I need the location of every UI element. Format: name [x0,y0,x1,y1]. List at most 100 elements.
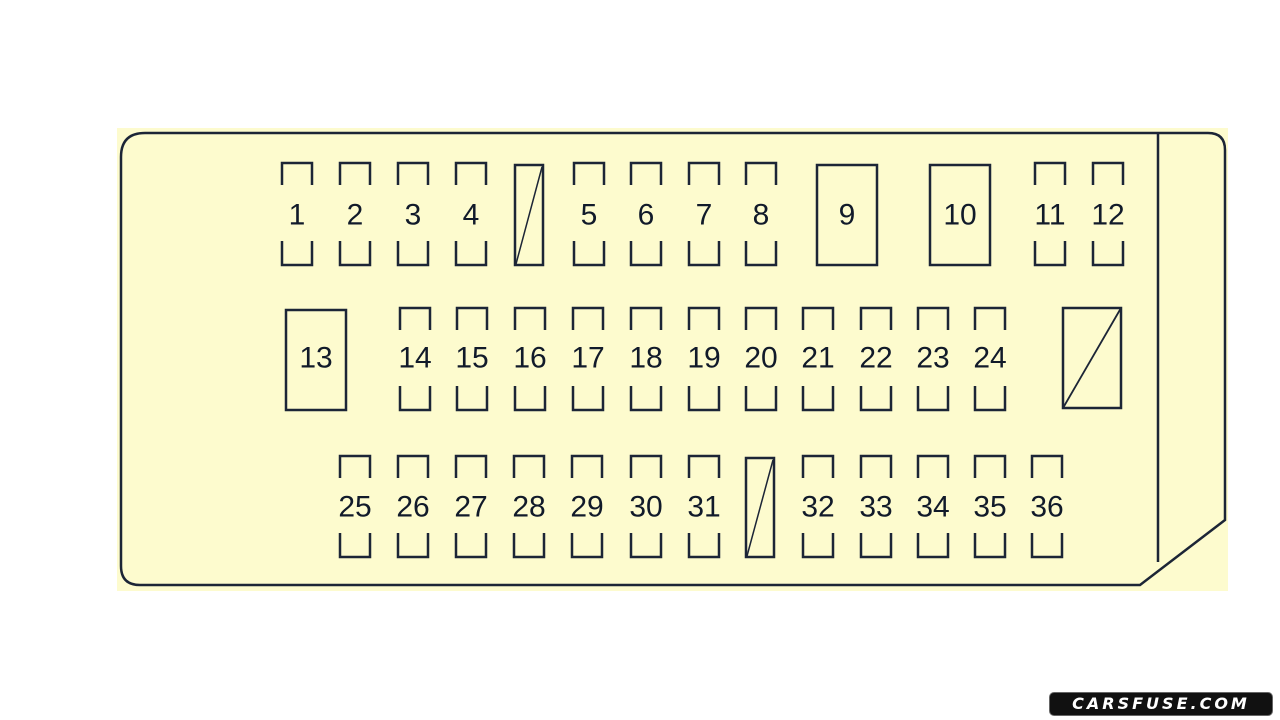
fuse-terminal-bottom [801,386,835,412]
fuse-label: 3 [405,199,422,232]
fuse-terminal-bottom [570,533,604,559]
fuse-19: 19 [687,306,721,412]
fuse-28: 28 [512,454,546,559]
diagonal-mark [515,166,543,265]
fuse-terminal-bottom [916,386,950,412]
fuse-label: 29 [570,491,603,524]
fuse-31: 31 [687,454,721,559]
fuse-terminal-bottom [454,533,488,559]
watermark-logo: CARSFUSE.COM [1049,692,1273,716]
fuse-2: 2 [338,161,372,267]
fuse-terminal-top [801,454,835,478]
fuse-terminal-top [1091,161,1125,185]
fuse-terminal-top [973,306,1007,330]
fuse-terminal-top [859,454,893,478]
fuse-label: 27 [454,491,487,524]
diagonal-mark [746,459,774,557]
fuse-terminal-bottom [973,533,1007,559]
spare-slot-outline [744,456,776,559]
fuse-terminal-top [398,306,432,330]
fuse-29: 29 [570,454,604,559]
fuse-terminal-bottom [629,386,663,412]
fuse-label: 6 [638,199,655,232]
fuse-label: 36 [1030,491,1063,524]
fuse-label: 34 [916,491,949,524]
fuse-terminal-top [570,454,604,478]
fuse-terminal-bottom [572,241,606,267]
fuse-label: 8 [753,199,770,232]
fuse-terminal-top [513,306,547,330]
fuse-terminal-top [338,454,372,478]
fuse-label: 19 [687,342,720,375]
fuse-label: 17 [571,342,604,375]
fuse-terminal-bottom [280,241,314,267]
fuse-label: 25 [338,491,371,524]
fuse-label: 14 [398,342,431,375]
fuse-label: 28 [512,491,545,524]
fuse-label: 32 [801,491,834,524]
fuse-terminal-bottom [859,533,893,559]
spare-slot [744,456,776,559]
fuse-11: 11 [1033,161,1067,267]
fuse-label: 22 [859,342,892,375]
fuse-terminal-top [687,454,721,478]
fuse-label: 12 [1091,199,1124,232]
fuse-terminal-bottom [629,241,663,267]
fuse-24: 24 [973,306,1007,412]
fuse-label: 20 [744,342,777,375]
fuse-32: 32 [801,454,835,559]
fuse-terminal-bottom [512,533,546,559]
fuse-terminal-bottom [801,533,835,559]
fuse-terminal-bottom [455,386,489,412]
fuse-terminal-top [744,161,778,185]
fuse-terminal-top [1030,454,1064,478]
fuse-terminal-bottom [916,533,950,559]
spare-slot [513,163,545,267]
fuse-label: 9 [839,199,856,232]
fuse-terminal-top [859,306,893,330]
fuse-30: 30 [629,454,663,559]
fuse-terminal-bottom [744,241,778,267]
fuse-13: 13 [284,308,348,412]
fuse-terminal-bottom [687,386,721,412]
fuse-25: 25 [338,454,372,559]
fuse-1: 1 [280,161,314,267]
spare-slot-outline [513,163,545,267]
relay-slot [1061,306,1123,410]
fuse-5: 5 [572,161,606,267]
fuse-terminal-top [572,161,606,185]
fuse-terminal-top [571,306,605,330]
fuse-terminal-bottom [398,386,432,412]
fuse-label: 33 [859,491,892,524]
fuse-terminal-top [454,454,488,478]
fuse-4: 4 [454,161,488,267]
fuse-label: 7 [696,199,713,232]
fuse-label: 26 [396,491,429,524]
fuse-terminal-top [629,454,663,478]
fuse-8: 8 [744,161,778,267]
fuse-label: 23 [916,342,949,375]
fuse-terminal-top [916,306,950,330]
relay-outline [1061,306,1123,410]
large-fuse-outline [284,308,348,412]
fuse-26: 26 [396,454,430,559]
fuse-terminal-top [744,306,778,330]
fuse-6: 6 [629,161,663,267]
fuse-terminal-top [1033,161,1067,185]
large-fuse-outline [815,163,879,267]
fuse-20: 20 [744,306,778,412]
fuse-label: 30 [629,491,662,524]
fuse-terminal-bottom [1091,241,1125,267]
fuse-label: 5 [581,199,598,232]
fuse-3: 3 [396,161,430,267]
fuse-terminal-bottom [744,386,778,412]
fuse-label: 21 [801,342,834,375]
fuse-label: 2 [347,199,364,232]
fuse-terminal-bottom [973,386,1007,412]
fuse-22: 22 [859,306,893,412]
fuse-terminal-bottom [513,386,547,412]
fuse-23: 23 [916,306,950,412]
fuse-35: 35 [973,454,1007,559]
fuse-label: 15 [455,342,488,375]
